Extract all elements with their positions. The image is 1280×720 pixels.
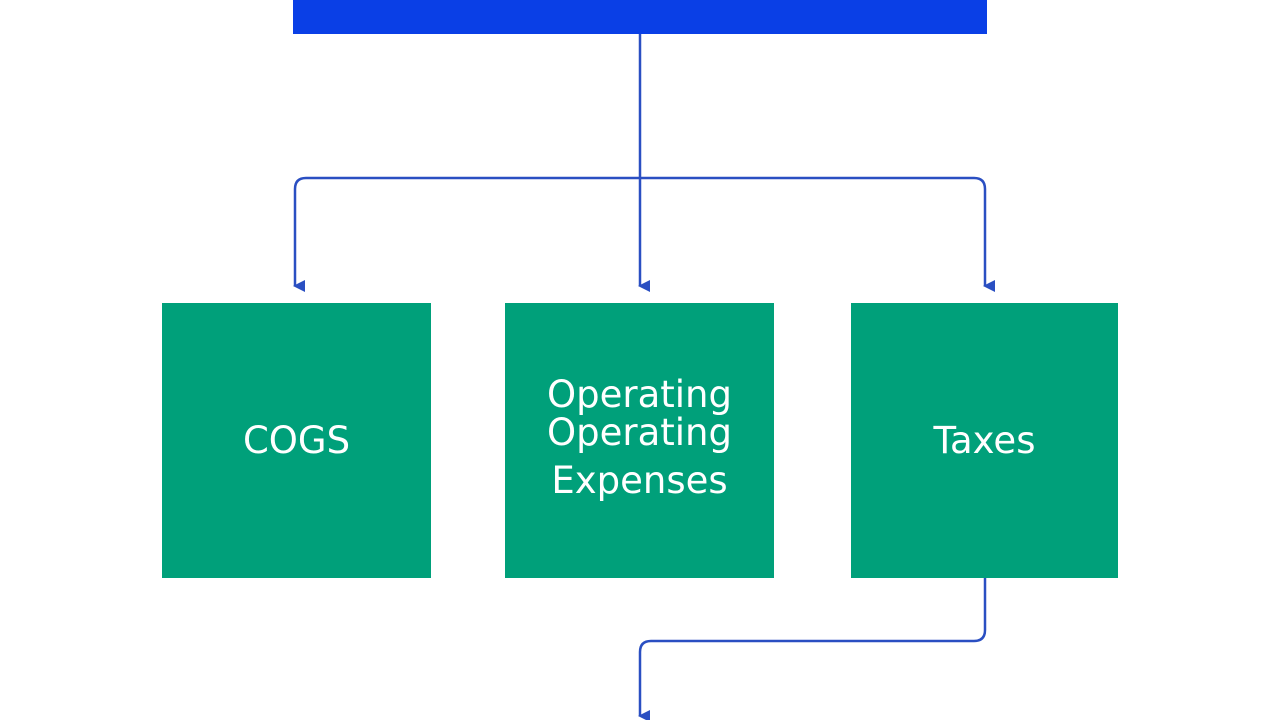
operating-expenses-box: Operating Operating Expenses	[505, 303, 774, 578]
branch-right	[640, 176, 995, 292]
taxes-label: Taxes	[933, 419, 1036, 462]
top-header-bar	[293, 0, 987, 34]
cogs-box: COGS	[162, 303, 431, 578]
opex-label-line1: Operating	[547, 372, 732, 416]
cogs-label: COGS	[242, 419, 351, 462]
opex-label-line2: Operating	[547, 410, 732, 454]
taxes-box: Taxes	[851, 303, 1118, 578]
branch-left	[293, 176, 640, 292]
opex-label-line3: Expenses	[551, 458, 728, 502]
branch-bottom	[638, 578, 987, 720]
